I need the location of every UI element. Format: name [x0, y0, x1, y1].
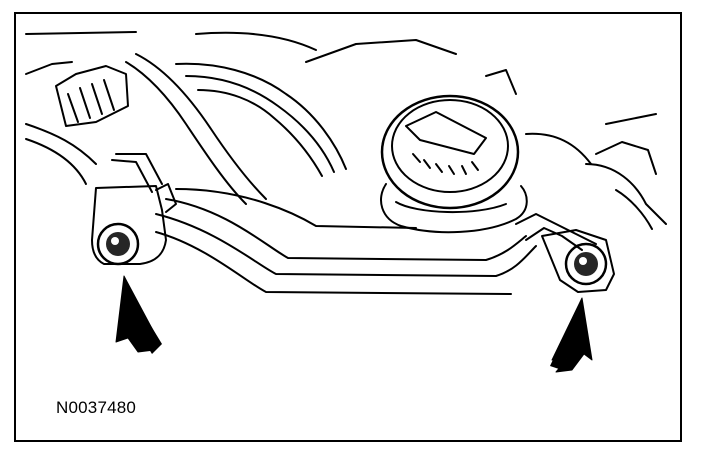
right-bracket-structure [515, 113, 667, 251]
engine-bay-line-drawing [25, 31, 667, 373]
upper-housing [25, 31, 457, 205]
illustration-frame: N0037480 [14, 12, 682, 442]
left-bracket [91, 153, 177, 265]
washer-reservoir [380, 69, 592, 234]
bolt-icon [96, 222, 140, 266]
arrow-up-icon [115, 275, 162, 354]
bolt-icon [541, 229, 615, 293]
figure-id-label: N0037480 [56, 398, 137, 417]
arrow-up-icon [550, 297, 593, 373]
crossmember-tube [155, 188, 537, 295]
reservoir-cap [380, 94, 520, 210]
vent-grille [25, 61, 129, 185]
windshield-washer-symbol-icon [405, 111, 487, 175]
